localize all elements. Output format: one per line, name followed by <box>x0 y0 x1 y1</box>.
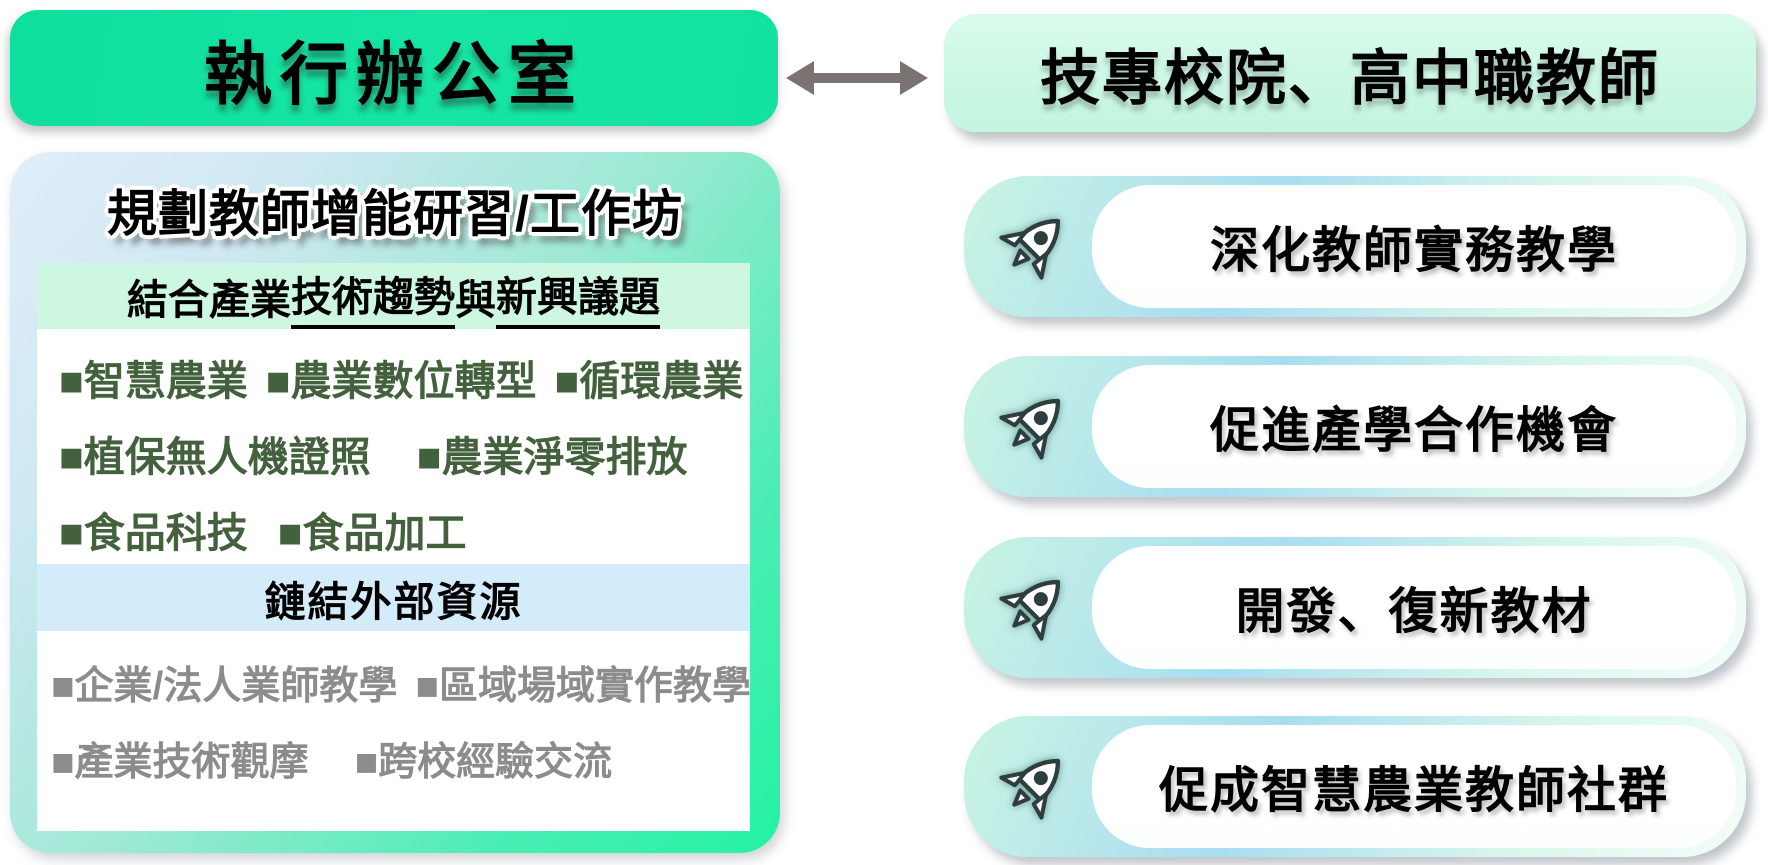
outcome-pill-inner: 促成智慧農業教師社群 <box>1092 725 1736 848</box>
resource-header-band: 鏈結外部資源 <box>37 564 750 631</box>
outcome-pill-inner: 促進產學合作機會 <box>1092 365 1736 488</box>
outcome-pill-inner: 深化教師實務教學 <box>1092 185 1736 308</box>
trend-topic-row: ■智慧農業 ■農業數位轉型 ■循環農業 <box>59 347 743 407</box>
trend-header-band: 結合產業技術趨勢與新興議題 <box>37 263 750 329</box>
topic-item: ■農業數位轉型 <box>265 358 537 404</box>
executive-office-label: 執行辦公室 <box>203 36 584 113</box>
outcome-label: 開發、復新教材 <box>1235 585 1593 639</box>
plan-content: 結合產業技術趨勢與新興議題 ■智慧農業 ■農業數位轉型 ■循環農業 ■植保無人機… <box>37 263 751 831</box>
teachers-audience-box: 技專校院、高中職教師 <box>944 14 1756 132</box>
topic-item: ■智慧農業 <box>59 358 248 404</box>
topic-item: ■區域場域實作教學 <box>415 665 751 708</box>
topic-item: ■循環農業 <box>554 358 744 404</box>
topic-item: ■產業技術觀摩 <box>51 741 309 784</box>
resource-topic-row: ■產業技術觀摩 ■跨校經驗交流 <box>51 731 744 787</box>
outcome-label: 促進產學合作機會 <box>1209 404 1618 458</box>
outcome-pill: 促成智慧農業教師社群 <box>964 716 1746 857</box>
resource-topic-row: ■企業/法人業師教學 ■區域場域實作教學 <box>51 655 751 711</box>
trend-header-conjunction: 與 <box>455 277 496 323</box>
topic-item: ■跨校經驗交流 <box>354 741 613 784</box>
resource-header-label: 鏈結外部資源 <box>264 578 523 625</box>
outcome-pill: 開發、復新教材 <box>964 537 1746 678</box>
trend-header-prefix: 結合產業 <box>127 277 291 323</box>
workshop-plan-panel: 規劃教師增能研習/工作坊 結合產業技術趨勢與新興議題 ■智慧農業 ■農業數位轉型… <box>10 152 780 853</box>
trend-header-underline-2: 新興議題 <box>496 263 660 329</box>
topic-item: ■農業淨零排放 <box>416 434 688 480</box>
topic-item: ■食品加工 <box>277 510 467 556</box>
rocket-icon <box>992 747 1072 827</box>
outcome-label: 深化教師實務教學 <box>1209 224 1618 278</box>
teachers-audience-label: 技專校院、高中職教師 <box>1040 44 1660 112</box>
topic-item: ■企業/法人業師教學 <box>51 665 398 708</box>
trend-header-underline-1: 技術趨勢 <box>291 263 455 329</box>
topic-item: ■植保無人機證照 <box>59 434 371 480</box>
double-arrow-icon <box>784 55 930 101</box>
outcome-pill: 促進產學合作機會 <box>964 356 1746 497</box>
rocket-icon <box>992 568 1072 648</box>
plan-title: 規劃教師增能研習/工作坊 <box>107 186 683 242</box>
trend-topic-row: ■植保無人機證照 ■農業淨零排放 <box>59 423 740 483</box>
topic-item: ■食品科技 <box>59 510 248 556</box>
outcome-pill-inner: 開發、復新教材 <box>1092 546 1736 669</box>
outcome-label: 促成智慧農業教師社群 <box>1158 764 1669 818</box>
rocket-icon <box>992 207 1072 287</box>
trend-topics-panel: ■智慧農業 ■農業數位轉型 ■循環農業 ■植保無人機證照 ■農業淨零排放 ■食品… <box>37 329 750 564</box>
outcome-pill: 深化教師實務教學 <box>964 176 1746 317</box>
rocket-icon <box>992 387 1072 467</box>
trend-topic-row: ■食品科技 ■食品加工 <box>59 499 740 559</box>
executive-office-box: 執行辦公室 <box>10 10 778 126</box>
resource-topics-panel: ■企業/法人業師教學 ■區域場域實作教學 ■產業技術觀摩 ■跨校經驗交流 <box>37 631 751 831</box>
